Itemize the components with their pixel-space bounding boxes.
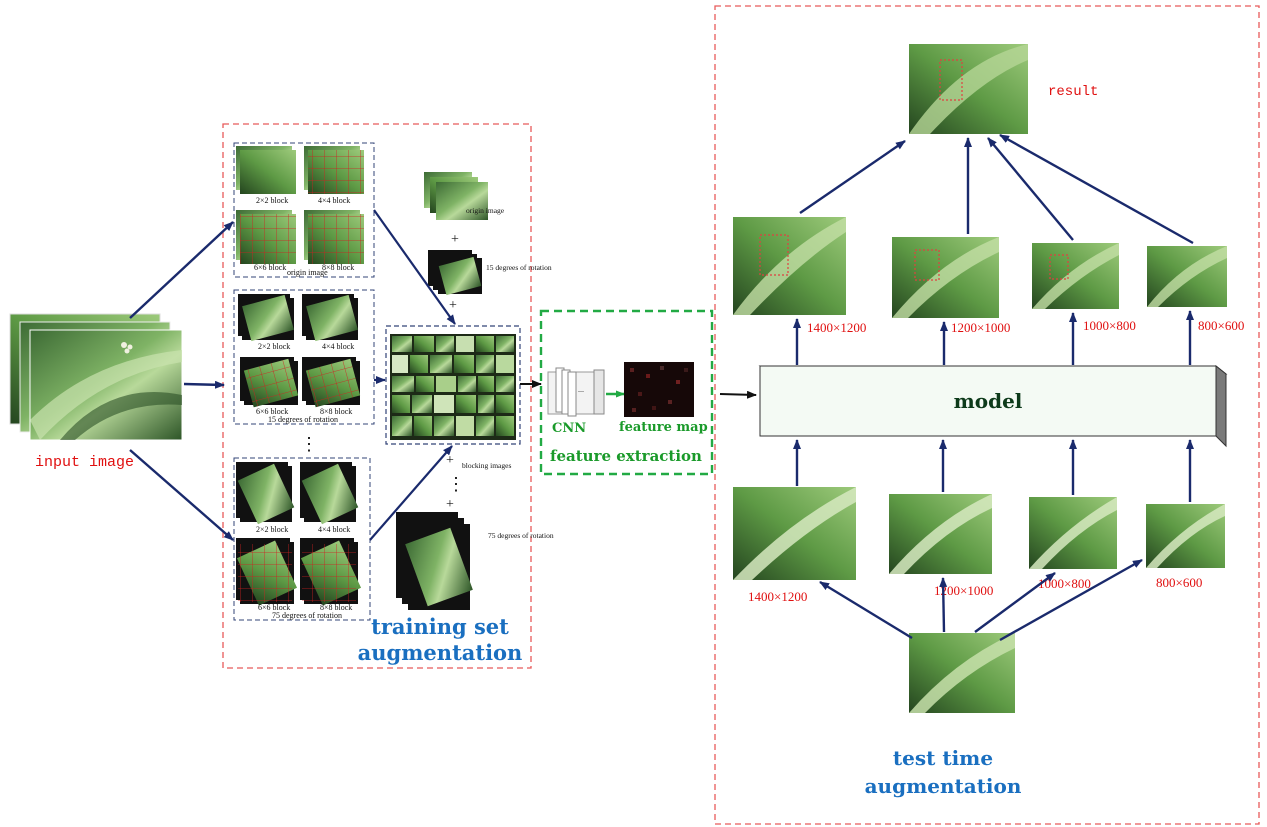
rot75-group-caption: 75 degrees of rotation <box>272 611 342 620</box>
tta-title-line2: augmentation <box>865 774 1022 798</box>
origin-stack-thumbs <box>424 172 488 220</box>
arrow-source-to-bottom1000 <box>974 572 1056 633</box>
tta-bottom-size-1200: 1200×1000 <box>934 583 993 598</box>
tta-top-size-800: 800×600 <box>1198 318 1244 333</box>
arrow-source-to-bottom1400 <box>819 580 913 640</box>
training-section-frame <box>222 123 532 669</box>
arrow-origin-to-blocking <box>373 209 456 325</box>
rot75-block-6x6: 6×6 block <box>258 603 290 612</box>
group-ellipsis: ⋮ <box>300 434 318 454</box>
tta-bottom-image-800 <box>1146 504 1225 568</box>
arrow-feature-to-model <box>719 390 757 399</box>
tta-title-line1: test time <box>893 746 993 770</box>
stack-rot75-label: 75 degrees of rotation <box>488 531 554 540</box>
stack-origin-label: origin image <box>466 206 505 215</box>
tta-top-size-1400: 1400×1200 <box>807 320 866 335</box>
tta-top-size-1200: 1200×1000 <box>951 320 1010 335</box>
plus-4: + <box>446 497 454 512</box>
tta-top-size-1000: 1000×800 <box>1083 318 1136 333</box>
origin-group-caption: origin image <box>287 268 328 277</box>
rot15-block-2x2: 2×2 block <box>258 342 290 351</box>
arrow-top800-to-result <box>999 133 1194 245</box>
tta-bottom-image-1400 <box>733 487 856 580</box>
rot15-block-4x4: 4×4 block <box>322 342 354 351</box>
origin-block-4x4: 4×4 block <box>318 196 350 205</box>
stack-ellipsis: ⋮ <box>447 474 465 494</box>
tta-bottom-image-1200 <box>889 494 992 574</box>
tta-source-image <box>909 633 1015 713</box>
blocking-images-mosaic <box>390 334 516 440</box>
rot75-block-8x8: 8×8 block <box>320 603 352 612</box>
origin-block-2x2: 2×2 block <box>256 196 288 205</box>
tta-top-image-1200 <box>892 237 999 318</box>
origin-group-frame <box>233 142 375 278</box>
rot75-block-4x4: 4×4 block <box>318 525 350 534</box>
rot15-block-thumbs <box>238 294 361 408</box>
feature-extraction-title: feature extraction <box>550 447 702 465</box>
model-label: model <box>954 389 1023 413</box>
origin-block-6x6: 6×6 block <box>254 263 286 272</box>
arrow-source-to-bottom800 <box>999 558 1143 642</box>
tta-bottom-size-1400: 1400×1200 <box>748 589 807 604</box>
arrow-top1400-to-result <box>799 140 906 214</box>
rot15-block-6x6: 6×6 block <box>256 407 288 416</box>
arrow-input-to-rot15 <box>183 380 225 389</box>
plus-3: + <box>446 453 454 468</box>
arrow-rot75-to-blocking <box>369 445 453 541</box>
tta-top-image-1000 <box>1032 243 1119 309</box>
rot15-block-8x8: 8×8 block <box>320 407 352 416</box>
stack-rot15-label: 15 degrees of rotation <box>486 263 552 272</box>
plus-2: + <box>449 298 457 313</box>
rot75-stack-thumbs <box>396 512 473 610</box>
cnn-block <box>547 367 605 417</box>
arrow-top1000-to-result <box>987 137 1074 241</box>
tta-bottom-size-800: 800×600 <box>1156 575 1202 590</box>
tta-top-image-1400 <box>733 217 846 315</box>
rot15-group-frame <box>233 289 375 425</box>
training-title-line1: training set <box>371 614 509 639</box>
arrow-input-to-origin <box>129 221 234 319</box>
feature-section-frame <box>539 309 714 476</box>
plus-1: + <box>451 232 459 247</box>
rot15-stack-thumbs <box>428 250 482 296</box>
origin-block-8x8: 8×8 block <box>322 263 354 272</box>
cnn-dots: ... <box>578 385 584 394</box>
rot75-block-thumbs <box>236 462 362 606</box>
rot75-block-2x2: 2×2 block <box>256 525 288 534</box>
tta-section-frame <box>714 5 1260 825</box>
tta-bottom-image-1000 <box>1029 497 1117 569</box>
result-label: result <box>1048 84 1098 100</box>
feature-map-label: feature map <box>619 420 708 435</box>
rot15-group-caption: 15 degrees of rotation <box>268 415 338 424</box>
tta-top-image-800 <box>1147 246 1227 307</box>
input-image-stack <box>9 313 183 441</box>
result-image <box>909 44 1028 134</box>
input-image-label: input image <box>35 454 134 471</box>
model-box <box>758 364 1228 448</box>
cnn-label: CNN <box>552 421 586 436</box>
feature-map-image <box>624 362 694 417</box>
origin-block-thumbs <box>236 146 364 264</box>
stack-blocking-label: blocking images <box>462 461 511 470</box>
arrow-input-to-rot75 <box>129 449 234 541</box>
training-title-line2: augmentation <box>358 640 523 665</box>
arrow-source-to-bottom1200 <box>939 577 948 633</box>
